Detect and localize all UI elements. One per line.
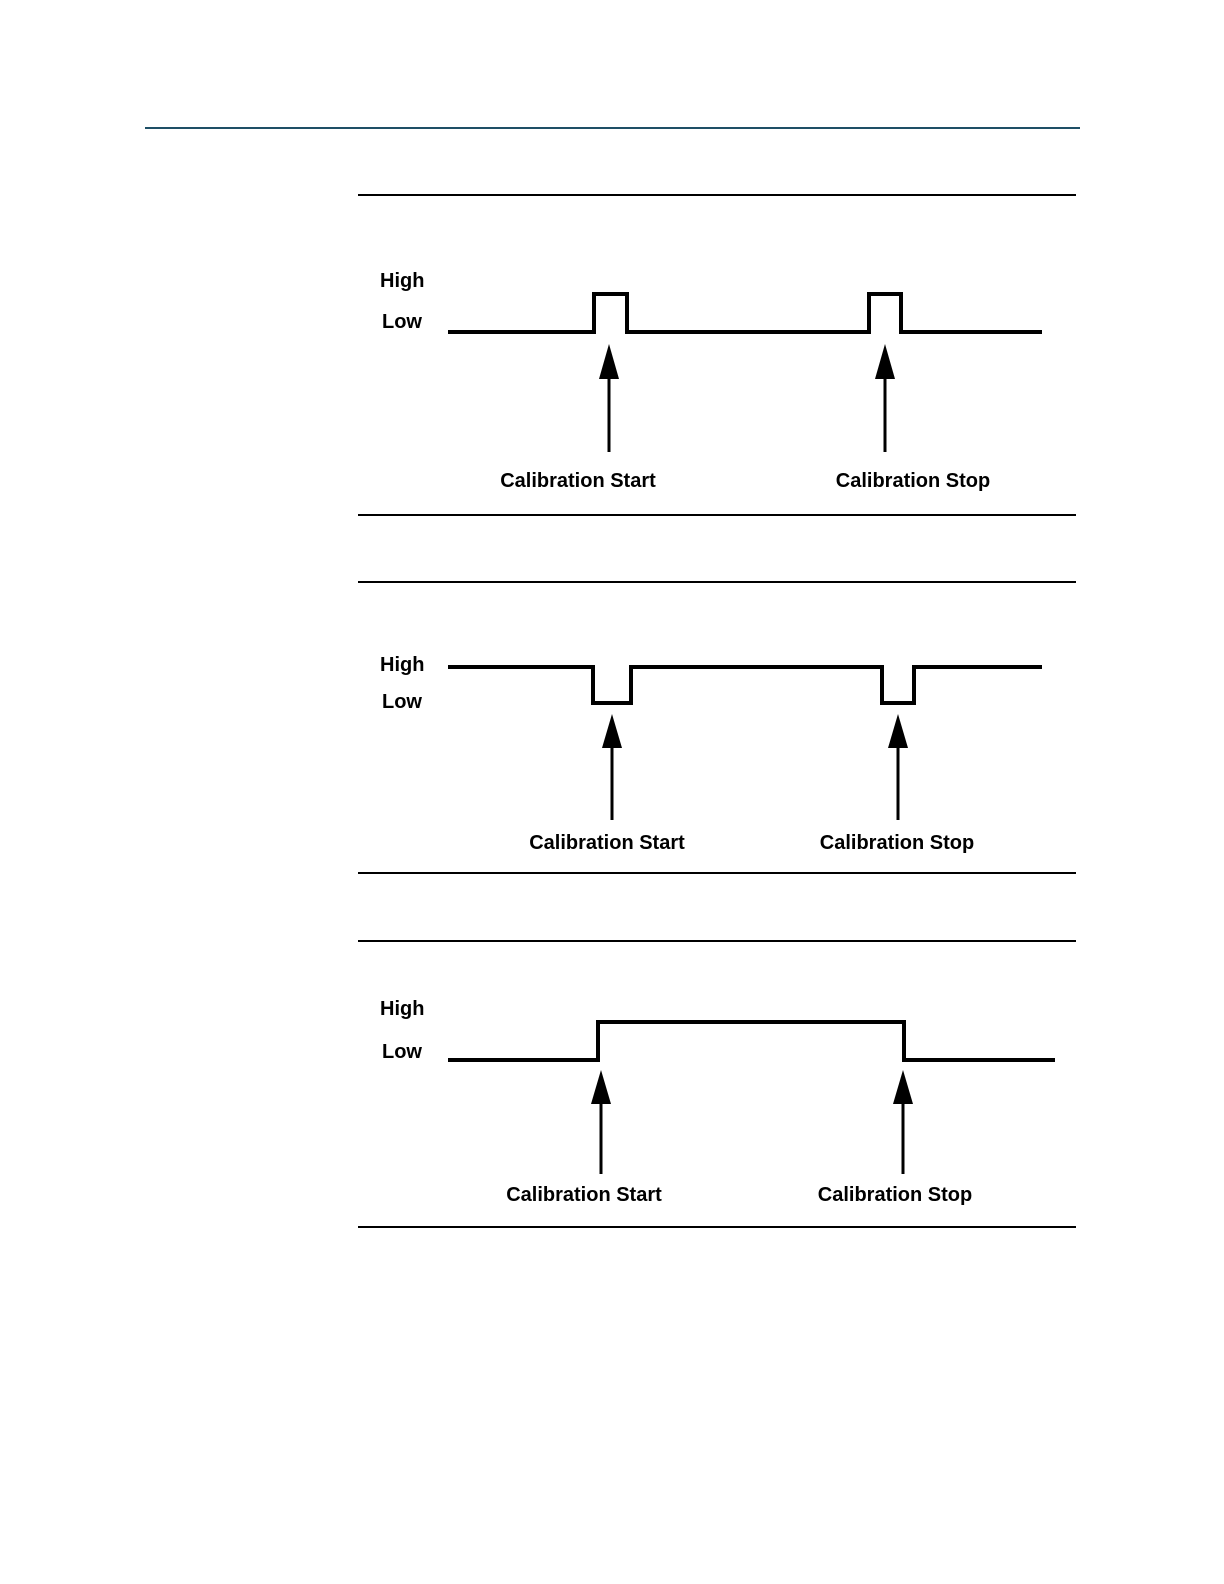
calibration-start-label: Calibration Start [506, 1184, 662, 1206]
up-arrow-icon [888, 714, 908, 748]
calibration-start-arrow [599, 344, 619, 452]
high-level-label: High [380, 998, 424, 1020]
up-arrow-icon [602, 714, 622, 748]
figure-level-high: High Low Calibration Start Calibration S… [358, 940, 1076, 1228]
calibration-stop-label: Calibration Stop [820, 832, 974, 854]
calibration-start-arrow [591, 1070, 611, 1174]
calibration-start-arrow [602, 714, 622, 820]
figure-pulse-active-low: High Low Calibration Start Calibration S… [358, 581, 1076, 874]
up-arrow-icon [591, 1070, 611, 1104]
up-arrow-icon [893, 1070, 913, 1104]
header-rule [145, 127, 1080, 129]
calibration-stop-label: Calibration Stop [818, 1184, 972, 1206]
waveform [448, 1020, 1055, 1062]
calibration-stop-arrow [875, 344, 895, 452]
low-level-label: Low [382, 311, 422, 333]
calibration-start-label: Calibration Start [529, 832, 685, 854]
waveform [448, 665, 1042, 705]
up-arrow-icon [599, 344, 619, 379]
calibration-start-label: Calibration Start [500, 470, 656, 492]
low-level-label: Low [382, 1041, 422, 1063]
high-level-label: High [380, 270, 424, 292]
calibration-stop-arrow [893, 1070, 913, 1174]
waveform [448, 292, 1042, 334]
timing-diagram-3: High Low Calibration Start Calibration S… [380, 998, 1055, 1206]
calibration-stop-arrow [888, 714, 908, 820]
high-level-label: High [380, 654, 424, 676]
timing-diagram-1: High Low Calibration Start Calibration S… [380, 270, 1042, 492]
calibration-stop-label: Calibration Stop [836, 470, 990, 492]
timing-diagram-2: High Low Calibration Start Calibration S… [380, 654, 1042, 854]
figure-pulse-active-high: High Low Calibration Start Calibration S… [358, 194, 1076, 516]
low-level-label: Low [382, 691, 422, 713]
up-arrow-icon [875, 344, 895, 379]
